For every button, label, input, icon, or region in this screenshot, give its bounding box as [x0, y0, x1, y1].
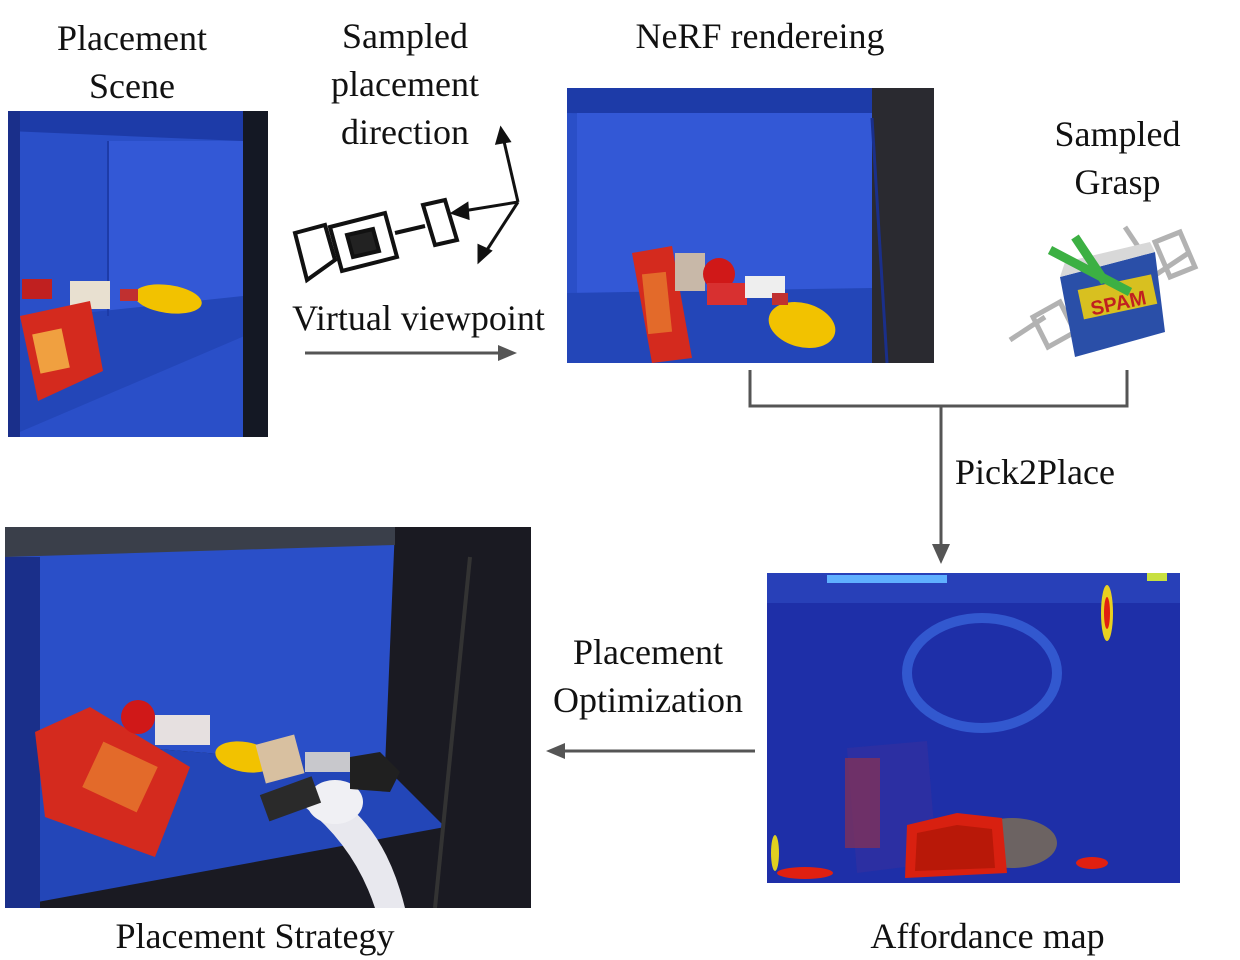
placement-optimization-label-line2: Optimization — [553, 680, 743, 720]
virtual-camera-diagram — [285, 125, 540, 290]
placement-optimization-label: Placement Optimization — [538, 628, 758, 724]
nerf-rendering-label: NeRF rendereing — [635, 16, 885, 56]
affordance-map-label: Affordance map — [870, 916, 1105, 956]
placement-scene-image — [8, 111, 268, 437]
affordance-map-image — [767, 573, 1180, 883]
sampled-direction-label-line1: Sampled — [342, 16, 468, 56]
sampled-direction-label-line2: placement — [331, 64, 479, 104]
sampled-direction-label-line3: direction — [341, 112, 469, 152]
merge-bracket-connector — [748, 370, 1129, 564]
placement-scene-label: Placement Scene — [32, 14, 232, 110]
placement-scene-label-line2: Scene — [89, 66, 175, 106]
placement-optimization-label-line1: Placement — [573, 632, 723, 672]
sampled-grasp-label-line2: Grasp — [1074, 162, 1161, 202]
direction-arrows-icon — [449, 125, 520, 265]
sampled-grasp-label: Sampled Grasp — [1030, 110, 1205, 206]
viewpoint-arrow — [305, 345, 517, 361]
placement-strategy-image — [5, 527, 531, 908]
nerf-rendering-image — [567, 88, 934, 363]
optimization-arrow — [546, 743, 755, 759]
camera-icon — [292, 197, 460, 284]
virtual-viewpoint-label: Virtual viewpoint — [292, 298, 545, 338]
sampled-direction-label: Sampled placement direction — [300, 12, 510, 156]
placement-strategy-label: Placement Strategy — [115, 916, 395, 956]
pick2place-label: Pick2Place — [955, 452, 1115, 492]
sampled-grasp-label-line1: Sampled — [1054, 114, 1181, 154]
sampled-grasp-image: SPAM — [1005, 222, 1200, 362]
placement-scene-label-line1: Placement — [57, 18, 207, 58]
